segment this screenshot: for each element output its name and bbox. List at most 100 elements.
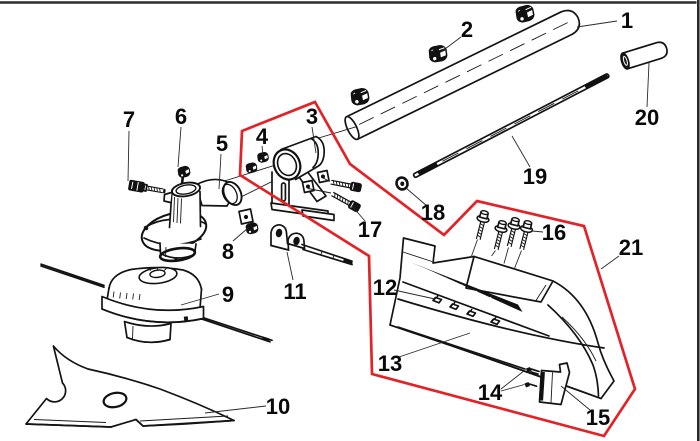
part-cutter-screws-stroke-4 (528, 383, 538, 388)
diagram-stroke-1 (316, 126, 358, 139)
part-long-bolt-stroke-6 (148, 186, 161, 193)
trimmer-line-stroke-2 (195, 314, 273, 343)
part-long-bolt-stroke-2 (131, 181, 139, 191)
part-cutter-screws (524, 367, 540, 388)
part-cable-rod-stroke-2 (343, 258, 353, 265)
part-nut-lower-stroke-1 (349, 86, 371, 107)
diagram-stroke-3 (322, 177, 331, 182)
part-label-20: 20 (635, 105, 659, 130)
part-gear-head-stroke-10 (168, 189, 202, 229)
part-label-17: 17 (358, 217, 382, 242)
cutter-assembly-line (397, 326, 526, 370)
part-gear-head-stroke-19 (165, 246, 167, 258)
part-cable-bracket-stroke-5 (270, 242, 306, 251)
part-cable-rod-stroke-1 (301, 243, 353, 266)
leader-lines-stroke-7 (127, 130, 130, 182)
part-label-19: 19 (523, 164, 547, 189)
part-trimmer-head-stroke-5 (147, 266, 167, 271)
part-blade-stroke-4 (102, 391, 128, 409)
part-guard (389, 237, 615, 400)
part-guard-bolts (471, 208, 536, 252)
part-washer (395, 176, 409, 191)
part-blade-stroke-1 (25, 345, 235, 428)
diagram-stroke-4 (307, 188, 332, 194)
part-drive-shaft-stroke-2 (417, 162, 438, 176)
part-guard-stroke-3 (465, 255, 554, 303)
leader-lines (127, 20, 650, 414)
part-gear-head-stroke-18 (174, 257, 178, 261)
part-coupler-sleeve-stroke-3 (622, 55, 628, 66)
leader-lines-stroke-9 (180, 293, 220, 306)
part-cable-bracket-stroke-2 (275, 228, 283, 238)
leader-lines-stroke-15 (500, 384, 525, 392)
leader-lines-stroke-21 (646, 62, 650, 108)
part-drive-shaft-stroke-1 (412, 73, 610, 179)
part-gear-head-stroke-5 (243, 214, 249, 220)
part-trimmer-head-stroke-10 (183, 316, 189, 321)
part-guard-stroke-10 (547, 304, 600, 397)
leader-lines-stroke-22 (600, 255, 620, 270)
part-long-bolt-stroke-3 (142, 183, 148, 192)
part-clamp-nut-b-stroke-1 (245, 161, 258, 174)
part-cable-bracket-stroke-4 (293, 236, 300, 246)
part-label-13: 13 (378, 351, 402, 376)
part-nut-upper-stroke-1 (514, 3, 536, 24)
part-cable-bracket (270, 223, 353, 266)
part-coupler-sleeve-stroke-1 (621, 41, 668, 70)
trimmer-line (40, 263, 273, 343)
part-cable-rod (301, 243, 353, 266)
part-clamp-screw (176, 165, 192, 185)
part-cutter-screws-stroke-2 (530, 368, 540, 375)
part-cable-rod-stroke-3 (320, 251, 335, 259)
part-long-bolt-stroke-1 (128, 179, 145, 193)
part-clamp-bracket-stroke-13 (276, 152, 298, 177)
part-clamp-bolt-lower-stroke-1 (329, 189, 363, 214)
part-cutter-screws-stroke-3 (524, 382, 530, 388)
part-long-bolt-geometry (128, 179, 166, 194)
part-label-18: 18 (421, 200, 445, 225)
leader-lines-stroke-4 (261, 145, 264, 156)
leader-lines-stroke-14 (500, 370, 525, 390)
part-drive-tube-stroke-3 (358, 19, 574, 125)
part-clamp-screw-stroke-2 (180, 176, 185, 185)
part-clamp-bracket-stroke-11 (310, 137, 320, 169)
part-line-cutter (538, 362, 571, 406)
part-gear-head-stroke-13 (173, 196, 182, 224)
leader-lines-stroke-19 (405, 187, 428, 207)
part-clamp-bracket-stroke-7 (306, 184, 310, 189)
part-label-5: 5 (216, 131, 228, 156)
part-coupler-sleeve (620, 41, 668, 70)
leader-lines-stroke-1 (576, 20, 618, 28)
part-guard-stroke-4 (535, 284, 547, 301)
part-long-bolt (128, 179, 166, 194)
leader-lines-stroke-10 (204, 405, 267, 414)
part-guard-stroke-8 (402, 281, 550, 337)
part-nut-lower (349, 86, 371, 107)
part-trimmer-head (101, 266, 205, 344)
part-label-2: 2 (461, 17, 473, 42)
part-line-cutter-stroke-3 (550, 372, 553, 404)
part-line-cutter-stroke-1 (538, 362, 571, 406)
part-drive-shaft (412, 73, 610, 179)
bolt16-assembly-lines (470, 239, 522, 269)
part-guard-bolts-stroke-2 (489, 218, 510, 252)
part-gear-head-stroke-12 (175, 184, 197, 195)
part-label-4: 4 (256, 124, 269, 149)
leader-lines-stroke-17 (531, 230, 544, 233)
part-trimmer-head-stroke-9 (101, 308, 205, 324)
part-drive-tube-geometry (344, 9, 581, 141)
part-trimmer-head-stroke-1 (106, 288, 202, 309)
part-clamp-bolt-upper (329, 177, 363, 194)
part-clamp-bolt-upper-stroke-1 (329, 177, 363, 194)
part-clamp-screw-stroke-1 (176, 165, 192, 179)
part-coupler-sleeve-geometry (620, 41, 668, 70)
part-trimmer-head-stroke-7 (112, 291, 141, 301)
leader-lines-stroke-5 (218, 153, 222, 190)
part-guard-bolts-stroke-1 (471, 208, 492, 242)
leader-lines-stroke-16 (560, 385, 591, 411)
part-label-21: 21 (619, 235, 643, 260)
part-guard-stroke-7 (402, 251, 433, 262)
part-label-7: 7 (123, 107, 135, 132)
part-label-1: 1 (621, 8, 633, 33)
